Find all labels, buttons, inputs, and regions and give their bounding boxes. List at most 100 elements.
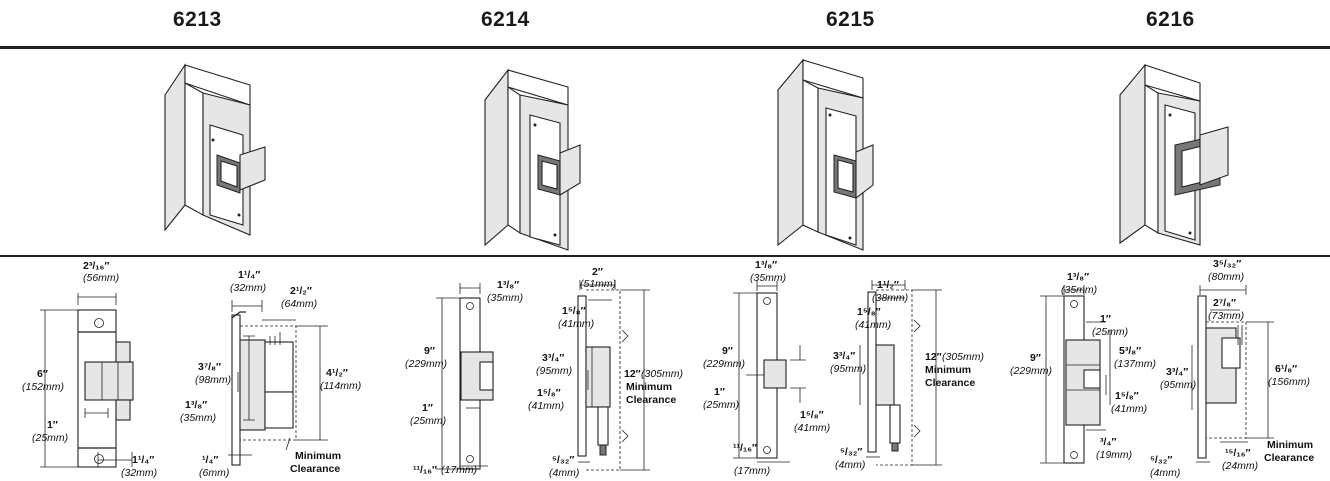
6213-thick: ¹/₄″ [202,454,218,466]
6215-body-height: 3³/₄″ [833,350,855,362]
6216-thick-mm: (4mm) [1150,467,1180,479]
6215-inner: 1″ [714,386,725,398]
6214-keeper: 1⁵/₈″ [537,387,561,399]
6216-top-width: 1³/₈″ [1067,271,1089,283]
6215-height-mm: (229mm) [703,358,745,370]
6213-side-top: 1¹/₄″ [238,269,260,281]
6213-keeper: 1³/₈″ [185,399,207,411]
6213-body-height-mm: (98mm) [195,374,231,386]
6213-clear-height-mm: (114mm) [320,380,361,392]
6213-height-mm: (152mm) [22,381,64,393]
6213-bottom-width-mm: (32mm) [121,467,157,479]
6215-body-height-mm: (95mm) [830,363,866,375]
6213-side-top-mm: (32mm) [230,282,266,294]
6215-thick: ⁵/₃₂″ [840,446,862,458]
6214-body-height: 3³/₄″ [542,352,564,364]
6216-min: Minimum [1267,439,1313,451]
6215-inner-mm: (25mm) [703,399,739,411]
6213-bottom-width: 1¹/₄″ [132,454,154,466]
6215-depth-mm: (38mm) [872,292,908,304]
6214-top-width-mm: (35mm) [487,292,523,304]
6215-bottom-mm: (17mm) [734,465,770,477]
6216-keeper-mm: (41mm) [1111,403,1147,415]
6214-inner: 1″ [422,402,433,414]
model-title-6216: 6216 [1146,8,1195,31]
6214-bottom: ¹¹/₁₆″ [413,464,437,476]
6216-body-height-mm: (95mm) [1160,379,1196,391]
6214-bottom-mm: (17mm) [441,464,477,476]
6215-top-width-mm: (35mm) [750,272,786,284]
6213-side-depth-mm: (64mm) [281,298,317,310]
6216-body-height: 3³/₄″ [1166,366,1188,378]
6213-clearance: Clearance [290,463,340,475]
6216-span: 5³/₈″ [1119,345,1141,357]
6216-depth-mm: (73mm) [1208,310,1244,322]
6215-clear-height-mm: (305mm) [942,351,984,363]
6216-height-mm: (229mm) [1010,365,1052,377]
6216-inner: 1″ [1100,313,1111,325]
6213-height: 6″ [37,368,48,380]
6213-thick-mm: (6mm) [199,467,229,479]
6216-side-b-mm: (24mm) [1222,460,1258,472]
6215-clearance: Clearance [925,377,975,389]
6216-bottom-mm: (19mm) [1096,449,1132,461]
strike-illustration-6214 [484,68,581,251]
6213-min: Minimum [295,450,341,462]
strike-illustration-6216 [1119,63,1229,246]
6213-side-depth: 2¹/₂″ [290,285,312,297]
6216-clear-height: 6¹/₈″ [1275,363,1297,375]
6216-depth: 2⁷/₈″ [1213,297,1236,309]
6214-body-height-mm: (95mm) [536,365,572,377]
6214-height-mm: (229mm) [405,358,447,370]
6215-min: Minimum [925,364,971,376]
6213-keeper-mm: (35mm) [180,412,216,424]
6214-thick: ⁵/₃₂″ [552,454,574,466]
6215-bottom: ¹¹/₁₆″ [733,442,757,454]
6216-thick: ⁵/₃₂″ [1150,454,1172,466]
6213-body-height: 3⁷/₈″ [198,361,221,373]
drawing-6213 [40,293,328,468]
6213-inner-mm: (25mm) [32,432,68,444]
6213-inner: 1″ [47,419,58,431]
6214-depth2-mm: (41mm) [558,318,594,330]
6216-depth-top-mm: (80mm) [1208,271,1244,283]
drawing-6215 [733,280,942,466]
6214-clear-height: 12″ [624,368,641,380]
6213-top-width-mm: (56mm) [83,272,119,284]
6214-clearance: Clearance [626,394,676,406]
drawing-6214 [436,280,650,471]
6214-clear-height-mm: (305mm) [641,368,683,380]
6214-top-width: 1³/₈″ [497,279,519,291]
6214-depth2: 1⁵/₈″ [562,305,586,317]
6216-clear-height-mm: (156mm) [1268,376,1310,388]
6215-depth2: 1⁵/₈″ [857,306,881,318]
6216-bottom: ³/₄″ [1100,436,1116,448]
model-title-6215: 6215 [826,8,875,31]
6214-inner-mm: (25mm) [410,415,446,427]
model-title-6213: 6213 [173,8,222,31]
6216-keeper: 1⁵/₈″ [1115,390,1139,402]
6216-side-b: ¹⁵/₁₆″ [1225,447,1251,459]
6215-clear-height: 12″ [925,351,942,363]
6215-thick-mm: (4mm) [835,459,865,471]
model-title-6214: 6214 [481,8,530,31]
strike-illustration-6213 [164,63,266,236]
6216-depth-top: 3⁵/₃₂″ [1213,258,1241,270]
6214-thick-mm: (4mm) [549,467,579,479]
6215-depth2-mm: (41mm) [855,319,891,331]
6216-height: 9″ [1030,352,1041,364]
6214-depth: 2″ [592,266,603,278]
6214-depth-mm: (51mm) [580,278,616,290]
6214-keeper-mm: (41mm) [528,400,564,412]
6216-clearance: Clearance [1264,452,1314,464]
6216-inner-mm: (25mm) [1092,326,1128,338]
strike-illustration-6215 [777,58,874,251]
6213-top-width: 2³/₁₆″ [83,260,109,272]
drawing-6216 [1040,285,1274,464]
6214-min: Minimum [626,381,672,393]
6215-height: 9″ [722,345,733,357]
6215-depth: 1¹/₂″ [877,279,899,291]
middle-divider [0,255,1330,257]
